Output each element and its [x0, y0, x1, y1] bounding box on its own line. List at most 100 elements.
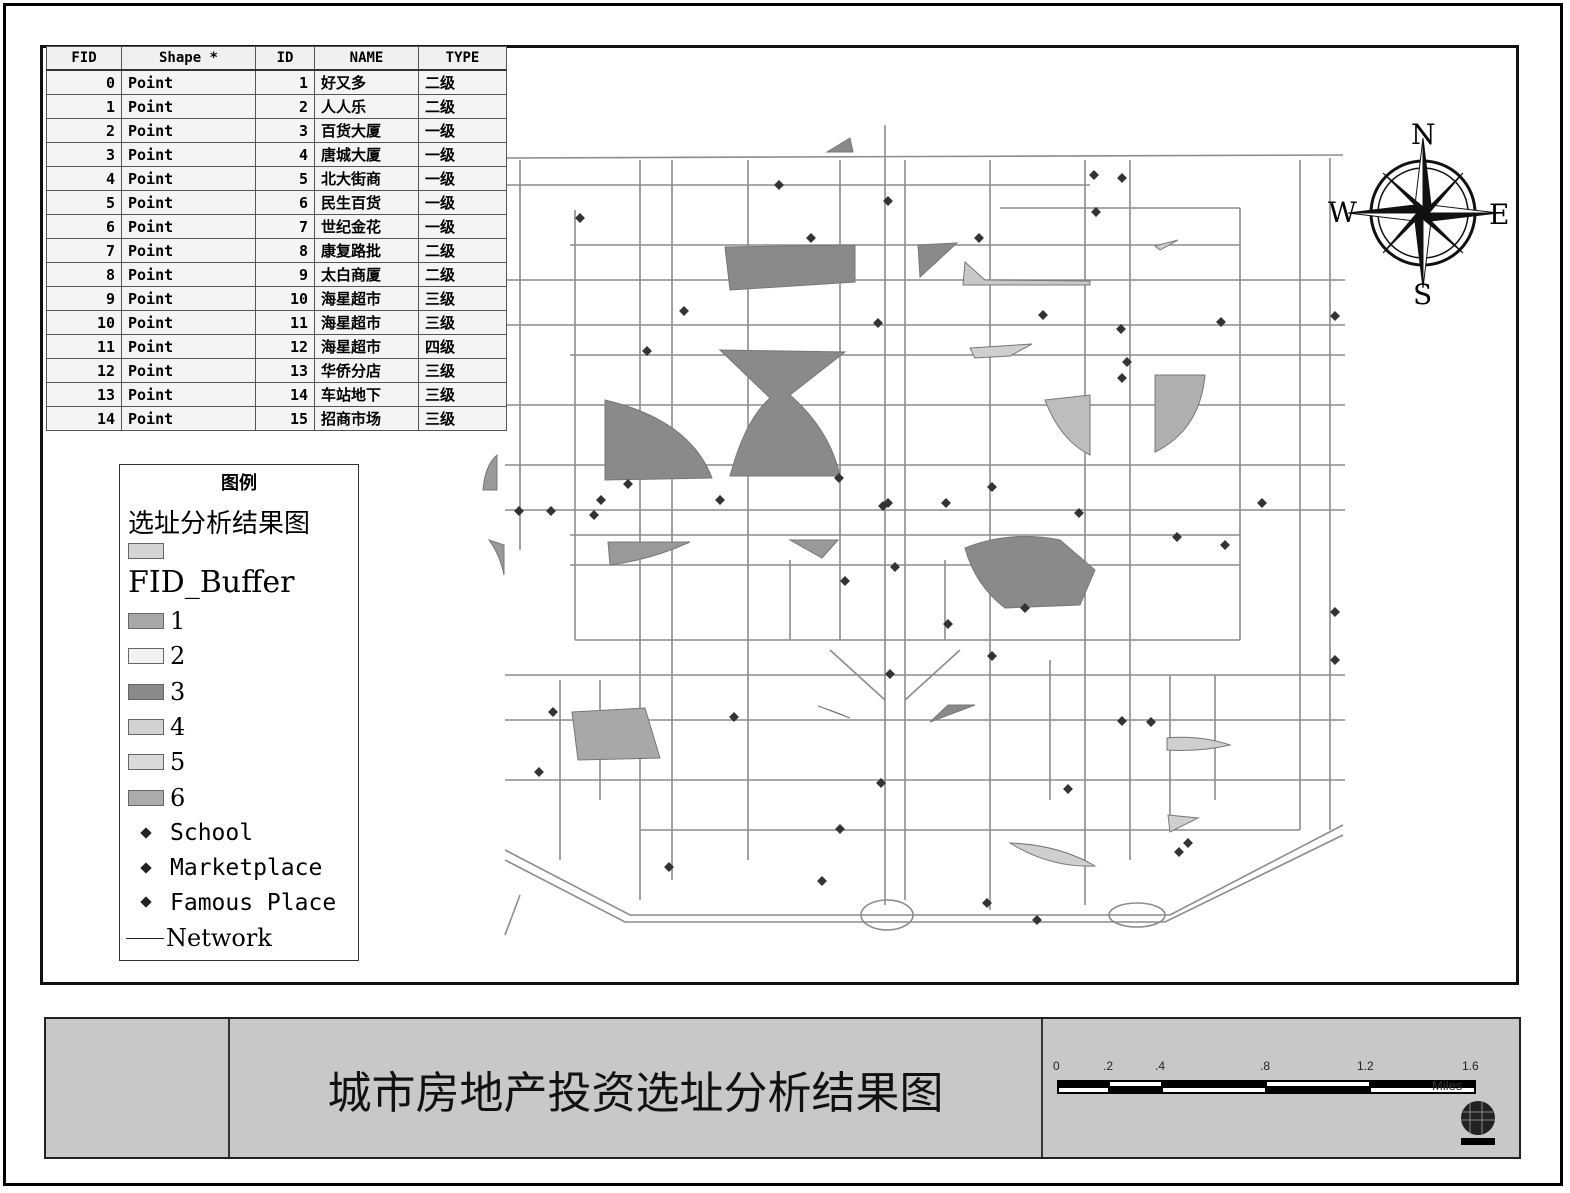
point-feature[interactable]	[1063, 784, 1073, 794]
point-feature[interactable]	[987, 482, 997, 492]
legend-label-class: 1	[170, 607, 186, 635]
buffer-polygon	[724, 244, 856, 291]
point-feature[interactable]	[664, 862, 674, 872]
esri-globe-logo-icon	[1461, 1101, 1495, 1145]
legend-title: 图例	[221, 473, 257, 494]
col-header-id[interactable]: ID	[255, 46, 315, 71]
point-feature[interactable]	[840, 576, 850, 586]
buffer-polygon	[825, 137, 854, 153]
scale-bar	[1057, 1080, 1495, 1145]
point-feature[interactable]	[729, 712, 739, 722]
col-header-fid[interactable]: FID	[46, 46, 122, 71]
cell-fid: 4	[46, 166, 122, 191]
point-feature[interactable]	[987, 651, 997, 661]
cell-shape: Point	[121, 118, 256, 143]
point-feature[interactable]	[546, 506, 556, 516]
point-feature[interactable]	[1330, 311, 1340, 321]
point-feature[interactable]	[1032, 915, 1042, 925]
point-feature[interactable]	[878, 501, 888, 511]
point-feature[interactable]	[589, 510, 599, 520]
cell-id: 15	[255, 406, 315, 431]
point-feature[interactable]	[885, 669, 895, 679]
cell-type: 三级	[418, 382, 507, 407]
point-feature[interactable]	[1117, 716, 1127, 726]
point-feature[interactable]	[941, 498, 951, 508]
point-feature[interactable]	[835, 824, 845, 834]
point-feature[interactable]	[1091, 207, 1101, 217]
point-feature[interactable]	[1038, 310, 1048, 320]
legend-swatch-result	[128, 543, 164, 559]
point-feature[interactable]	[1220, 540, 1230, 550]
point-feature[interactable]	[1117, 373, 1127, 383]
point-feature[interactable]	[1122, 357, 1132, 367]
cell-name: 世纪金花	[314, 214, 419, 239]
col-header-name[interactable]: NAME	[314, 46, 419, 71]
point-feature[interactable]	[1330, 655, 1340, 665]
point-feature[interactable]	[1116, 324, 1126, 334]
point-feature[interactable]	[890, 562, 900, 572]
point-feature[interactable]	[1146, 717, 1156, 727]
point-feature[interactable]	[834, 473, 844, 483]
buffer-polygon	[1154, 374, 1206, 453]
col-header-shape[interactable]: Shape *	[121, 46, 256, 71]
point-feature[interactable]	[982, 898, 992, 908]
point-feature[interactable]	[1020, 603, 1030, 613]
legend-label-class: 6	[170, 783, 186, 812]
point-feature[interactable]	[623, 479, 633, 489]
point-feature[interactable]	[575, 213, 585, 223]
point-feature[interactable]	[1257, 498, 1267, 508]
point-feature[interactable]	[1183, 838, 1193, 848]
cell-fid: 2	[46, 118, 122, 143]
point-feature[interactable]	[883, 196, 893, 206]
cell-fid: 6	[46, 214, 122, 239]
point-feature[interactable]	[974, 233, 984, 243]
point-feature[interactable]	[1330, 607, 1340, 617]
point-feature[interactable]	[943, 619, 953, 629]
point-feature[interactable]	[1117, 173, 1127, 183]
point-feature[interactable]	[715, 495, 725, 505]
point-feature[interactable]	[548, 707, 558, 717]
point-feature[interactable]	[1216, 317, 1226, 327]
point-feature[interactable]	[1172, 532, 1182, 542]
point-feature[interactable]	[1174, 847, 1184, 857]
point-feature[interactable]	[873, 318, 883, 328]
point-feature[interactable]	[806, 233, 816, 243]
point-feature[interactable]	[817, 876, 827, 886]
point-feature[interactable]	[774, 180, 784, 190]
point-feature[interactable]	[642, 346, 652, 356]
point-feature[interactable]	[876, 778, 886, 788]
scale-tick-label: 0	[1053, 1059, 1060, 1073]
cell-type: 一级	[418, 190, 507, 215]
point-feature[interactable]	[596, 495, 606, 505]
cell-shape: Point	[121, 190, 256, 215]
point-feature[interactable]	[1074, 508, 1084, 518]
cell-name: 海星超市	[314, 310, 419, 335]
point-feature[interactable]	[514, 506, 524, 516]
cell-name: 车站地下	[314, 382, 419, 407]
point-feature[interactable]	[1089, 170, 1099, 180]
cell-name: 海星超市	[314, 286, 419, 311]
buffer-polygon	[969, 343, 1033, 359]
col-header-type[interactable]: TYPE	[418, 46, 507, 71]
point-feature[interactable]	[534, 767, 544, 777]
point-feature[interactable]	[679, 306, 689, 316]
point-features	[514, 170, 1340, 925]
buffer-polygon	[487, 539, 505, 576]
